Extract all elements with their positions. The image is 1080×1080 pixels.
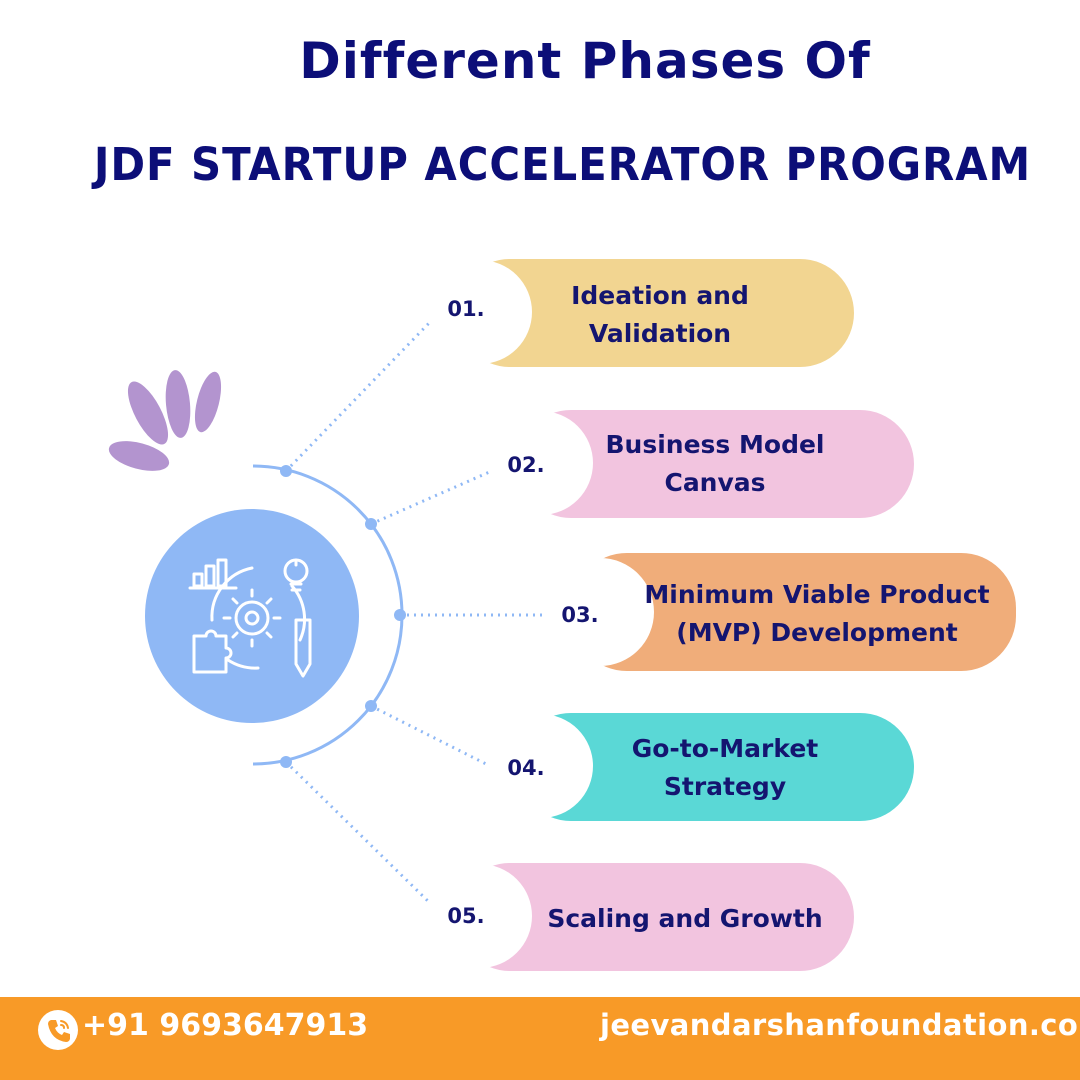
- arc-node-02: [365, 518, 377, 530]
- phase-03-number-cap: [546, 558, 654, 666]
- connector-02: [370, 468, 495, 526]
- phase-05-number: 05.: [447, 904, 485, 928]
- phase-01-number-cap: [428, 260, 532, 364]
- footer-bar: [0, 997, 1080, 1080]
- arc-node-04: [365, 700, 377, 712]
- phase-04-number-cap: [489, 714, 593, 818]
- phase-05-label: Scaling and Growth: [547, 904, 823, 933]
- phone-icon: [38, 1010, 78, 1050]
- hub-circle: [145, 509, 359, 723]
- phase-05-number-cap: [428, 864, 532, 968]
- phase-03-number: 03.: [561, 603, 599, 627]
- decorative-petals-icon: [108, 370, 222, 471]
- arc-node-05: [280, 756, 292, 768]
- phase-02-number: 02.: [507, 453, 545, 477]
- arc-node-03: [394, 609, 406, 621]
- footer-phone[interactable]: +91 9693647913: [82, 1008, 369, 1043]
- title-line-1: Different Phases Of: [299, 32, 871, 90]
- connector-05: [284, 760, 434, 907]
- title-line-2: JDF STARTUP ACCELERATOR PROGRAM: [93, 138, 1032, 191]
- phase-03-label: Minimum Viable Product(MVP) Development: [644, 580, 990, 647]
- connector-01: [284, 318, 434, 473]
- phase-02-number-cap: [489, 411, 593, 515]
- phase-04-number: 04.: [507, 756, 545, 780]
- footer-website[interactable]: jeevandarshanfoundation.com: [600, 1008, 1080, 1042]
- phase-01-number: 01.: [447, 297, 485, 321]
- business-strategy-icon: [188, 558, 312, 678]
- connector-04: [370, 704, 495, 770]
- arc-node-01: [280, 465, 292, 477]
